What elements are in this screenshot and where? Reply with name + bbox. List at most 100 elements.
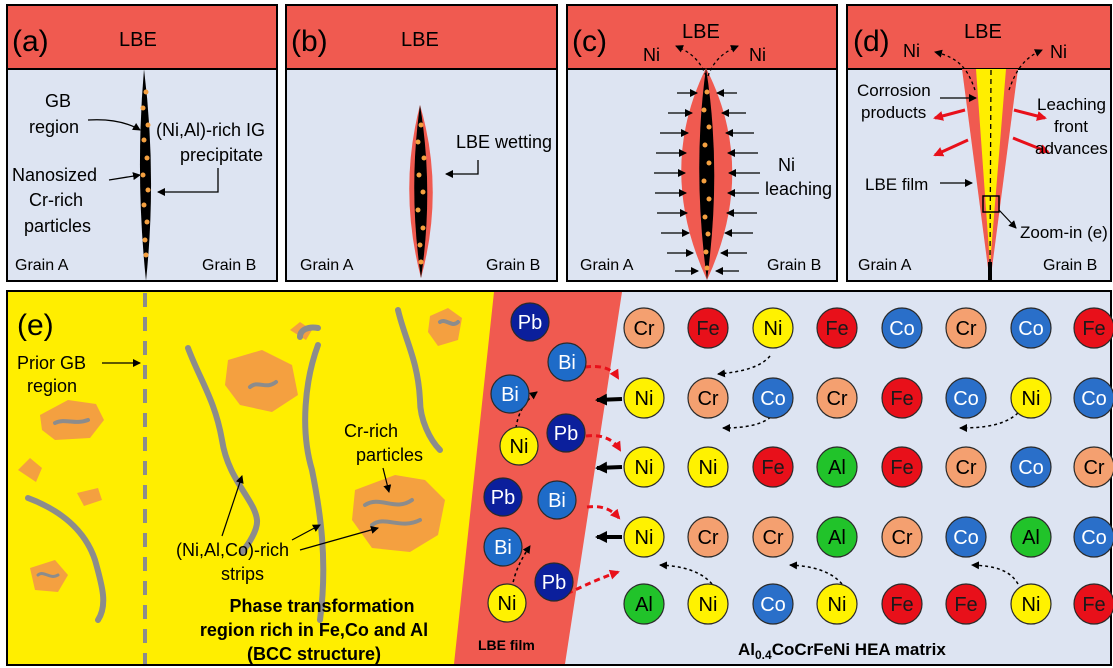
panel-d-lbe: LBE [964, 21, 1002, 43]
panel-d-ni-right: Ni [1050, 42, 1067, 62]
film-atom-pb: Pb [510, 302, 550, 342]
film-atom-bi-symbol: Bi [548, 490, 566, 512]
matrix-atom-co-circle [945, 516, 987, 558]
matrix-atom-co-symbol: Co [953, 527, 979, 549]
panel-c-letter: (c) [572, 25, 607, 58]
matrix-atom-ni: Ni [623, 516, 665, 558]
zoom-in-box [982, 195, 1000, 213]
matrix-atom-fe-symbol: Fe [761, 457, 784, 479]
phase-title-2: region rich in Fe,Co and Al [200, 620, 428, 640]
phase-transformation-region [8, 292, 494, 664]
matrix-atom-fe-circle [816, 307, 858, 349]
panel-b-grain-b: Grain B [486, 257, 540, 274]
matrix-atom-ni-circle [623, 377, 665, 419]
film-atom-bi-symbol: Bi [558, 352, 576, 374]
film-atom-ni-symbol: Ni [498, 593, 517, 615]
phase-title-1: Phase transformation [229, 596, 414, 616]
matrix-atom-cr-symbol: Cr [697, 527, 718, 549]
strips-label: (Ni,Al,Co)-rich [176, 540, 289, 560]
products-label: products [861, 103, 926, 122]
corrosion-products [976, 69, 1006, 265]
matrix-atom-ni: Ni [687, 446, 729, 488]
matrix-atom-co-symbol: Co [889, 318, 915, 340]
matrix-atom-ni: Ni [1010, 377, 1052, 419]
lbe-film-e-label: LBE film [478, 637, 535, 653]
matrix-atom-fe: Fe [945, 583, 987, 625]
matrix-atom-ni: Ni [623, 377, 665, 419]
matrix-atom-fe-symbol: Fe [1082, 318, 1105, 340]
matrix-atom-al-circle [816, 446, 858, 488]
matrix-atom-cr-circle [752, 516, 794, 558]
film-atom-bi: Bi [490, 374, 530, 414]
matrix-atom-ni-circle [623, 516, 665, 558]
matrix-atom-cr-symbol: Cr [762, 527, 783, 549]
film-atom-ni-symbol: Ni [510, 436, 529, 458]
matrix-atom-cr-symbol: Cr [955, 457, 976, 479]
film-atom-pb: Pb [483, 477, 523, 517]
matrix-atom-fe-circle [1073, 583, 1113, 625]
matrix-atom-al-symbol: Al [635, 594, 653, 616]
panel-c-ni-right: Ni [749, 45, 766, 65]
lbe-film-label: LBE film [865, 175, 928, 194]
panel-b-letter: (b) [291, 25, 328, 58]
matrix-atom-co: Co [1073, 377, 1113, 419]
matrix-atom-cr: Cr [752, 516, 794, 558]
film-atom-ni-circle [499, 426, 539, 466]
prior-gb-label: Prior GB [17, 353, 86, 373]
front-label: front [1054, 117, 1088, 136]
panel-b-lbe: LBE [401, 29, 439, 51]
matrix-atom-ni: Ni [816, 583, 858, 625]
panel-c-lbe: LBE [682, 21, 720, 43]
leaching-front-label: Leaching [1037, 95, 1106, 114]
matrix-atom-fe: Fe [752, 446, 794, 488]
film-atom-pb-circle [483, 477, 523, 517]
matrix-atom-cr-circle [945, 307, 987, 349]
matrix-atom-al: Al [623, 583, 665, 625]
matrix-atom-fe-symbol: Fe [890, 594, 913, 616]
matrix-atom-fe-circle [752, 446, 794, 488]
matrix-atom-fe: Fe [687, 307, 729, 349]
matrix-atom-cr-circle [623, 307, 665, 349]
panel-e: (e) Prior GB region Cr-rich [6, 290, 1113, 666]
matrix-atom-ni: Ni [687, 583, 729, 625]
grain-boundary-c [699, 68, 715, 280]
strips-label-2: strips [221, 564, 264, 584]
panel-c-ni-left: Ni [643, 45, 660, 65]
matrix-atom-co-symbol: Co [1081, 388, 1107, 410]
matrix-atom-co: Co [881, 307, 923, 349]
film-atom-bi-circle [547, 342, 587, 382]
film-atom-pb-circle [510, 302, 550, 342]
film-atom-bi-symbol: Bi [501, 384, 519, 406]
cr-rich-particles-label-2: particles [356, 445, 423, 465]
ni-al-co-strips [25, 307, 460, 623]
matrix-atom-ni-symbol: Ni [635, 388, 654, 410]
matrix-atom-fe: Fe [816, 307, 858, 349]
prior-gb-region-label: region [27, 376, 77, 396]
matrix-atom-ni-circle [1010, 583, 1052, 625]
film-atom-pb-symbol: Pb [518, 312, 542, 334]
matrix-atom-cr: Cr [687, 516, 729, 558]
panel-d-letter: (d) [853, 25, 890, 58]
panel-e-letter: (e) [17, 309, 54, 342]
matrix-atom-ni-symbol: Ni [635, 527, 654, 549]
film-atom-bi-circle [490, 374, 530, 414]
matrix-atom-al-circle [816, 516, 858, 558]
film-atom-ni: Ni [487, 583, 527, 623]
matrix-atom-cr-symbol: Cr [826, 388, 847, 410]
cr-rich-particles [140, 89, 151, 258]
matrix-atom-ni-circle [1010, 377, 1052, 419]
matrix-atom-co: Co [945, 516, 987, 558]
film-atom-bi-symbol: Bi [494, 537, 512, 559]
matrix-atom-cr: Cr [687, 377, 729, 419]
matrix-atom-fe-symbol: Fe [890, 457, 913, 479]
film-atom-pb: Pb [534, 562, 574, 602]
matrix-atom-co: Co [945, 377, 987, 419]
panel-c: (c) LBE Ni Ni Ni leaching Grain A [566, 4, 838, 282]
matrix-atom-cr-symbol: Cr [891, 527, 912, 549]
hea-matrix-label: Al0.4CoCrFeNi HEA matrix [738, 640, 946, 662]
zoom-in-label: Zoom-in (e) [1020, 223, 1108, 242]
matrix-atom-al-symbol: Al [828, 457, 846, 479]
matrix-atom-fe-circle [881, 583, 923, 625]
